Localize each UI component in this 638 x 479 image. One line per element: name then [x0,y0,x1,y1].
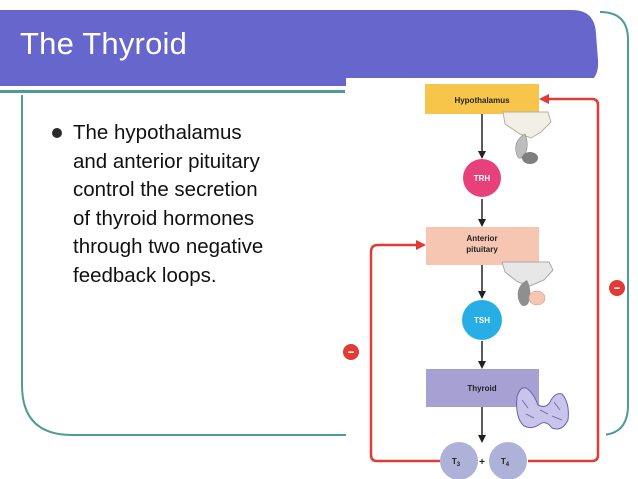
frame-border [21,11,629,436]
bullet-line: feedback loops. [73,263,217,287]
bullet-text: The hypothalamus and anterior pituitary … [73,119,335,291]
bullet-line: through two negative [73,235,264,259]
title-underline [0,90,345,93]
title-bar [0,10,599,86]
bullet-line: The hypothalamus [73,121,242,144]
bullet-line: of thyroid hormones [73,206,255,230]
bullet-line: control the secretion [73,178,258,202]
bullet-icon [52,128,62,138]
bullet-line: and anterior pituitary [73,149,260,173]
slide-title: The Thyroid [20,26,188,61]
